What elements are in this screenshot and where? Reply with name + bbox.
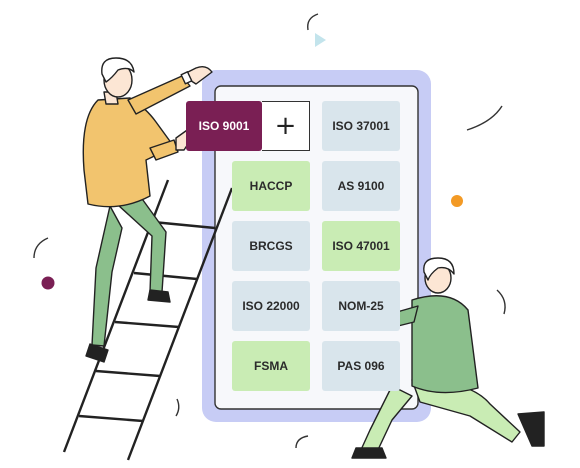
standard-tile-nom-25[interactable]: NOM-25 xyxy=(322,281,400,331)
decor-triangle-icon xyxy=(315,33,326,47)
standard-tile-pas-096[interactable]: PAS 096 xyxy=(322,341,400,391)
decor-arc-top xyxy=(307,13,319,31)
standard-tile-fsma[interactable]: FSMA xyxy=(232,341,310,391)
decor-arc-right xyxy=(466,105,503,131)
decor-arc-left xyxy=(33,237,49,259)
decor-arc-bottom xyxy=(175,398,180,417)
standard-tile-iso-9001[interactable]: ISO 9001 xyxy=(186,101,262,151)
standard-tile-iso-47001[interactable]: ISO 47001 xyxy=(322,221,400,271)
decor-dot-orange xyxy=(451,195,463,207)
decor-arc-right-low xyxy=(496,289,506,315)
standard-tile-as-9100[interactable]: AS 9100 xyxy=(322,161,400,211)
standard-tile-iso-22000[interactable]: ISO 22000 xyxy=(232,281,310,331)
standard-tile-iso-37001[interactable]: ISO 37001 xyxy=(322,101,400,151)
standard-tile-haccp[interactable]: HACCP xyxy=(232,161,310,211)
standard-tile-brcgs[interactable]: BRCGS xyxy=(232,221,310,271)
plus-icon[interactable]: + xyxy=(262,101,310,151)
decor-dot-purple xyxy=(41,276,55,290)
ladder xyxy=(62,179,234,461)
person-climbing xyxy=(82,57,213,363)
decor-arc-bottom-mid xyxy=(295,435,309,449)
